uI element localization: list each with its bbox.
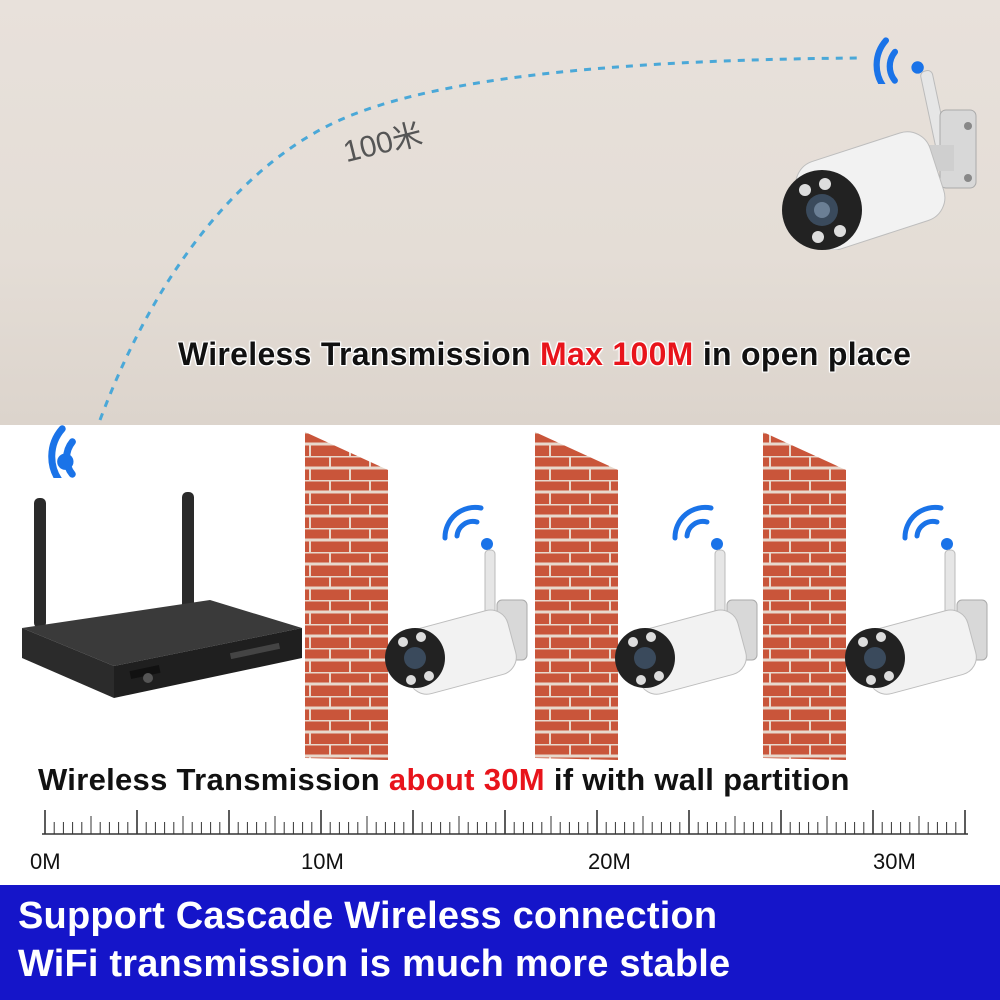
wifi-icon xyxy=(873,37,924,84)
bullet-camera xyxy=(845,504,988,695)
distance-ruler xyxy=(42,810,968,835)
headline-wall-prefix: Wireless Transmission xyxy=(38,762,389,797)
bottom-banner: Support Cascade Wireless connection WiFi… xyxy=(0,885,1000,1000)
wifi-icon xyxy=(48,425,76,478)
bullet-camera xyxy=(385,504,528,695)
headline-open-prefix: Wireless Transmission xyxy=(178,336,541,372)
brick-walls xyxy=(305,432,846,760)
headline-open-highlight: Max 100M xyxy=(540,336,694,372)
headline-wall-highlight: about 30M xyxy=(388,762,545,797)
headline-open-suffix: in open place xyxy=(693,336,912,372)
headline-wall-suffix: if with wall partition xyxy=(544,762,850,797)
scale-label-10m: 10M xyxy=(301,849,344,874)
scale-label-20m: 20M xyxy=(588,849,631,874)
signal-arc xyxy=(98,56,861,421)
banner-line-2: WiFi transmission is much more stable xyxy=(18,943,731,985)
nvr-recorder xyxy=(22,492,302,698)
scale-label-0m: 0M xyxy=(30,849,61,874)
headline-open-space: Wireless Transmission Max 100M in open p… xyxy=(178,336,911,373)
bullet-camera xyxy=(615,504,758,695)
banner-line-1: Support Cascade Wireless connection xyxy=(18,895,718,937)
bullet-camera xyxy=(782,70,977,250)
scale-label-30m: 30M xyxy=(873,849,916,874)
headline-wall-partition: Wireless Transmission about 30M if with … xyxy=(38,762,850,798)
